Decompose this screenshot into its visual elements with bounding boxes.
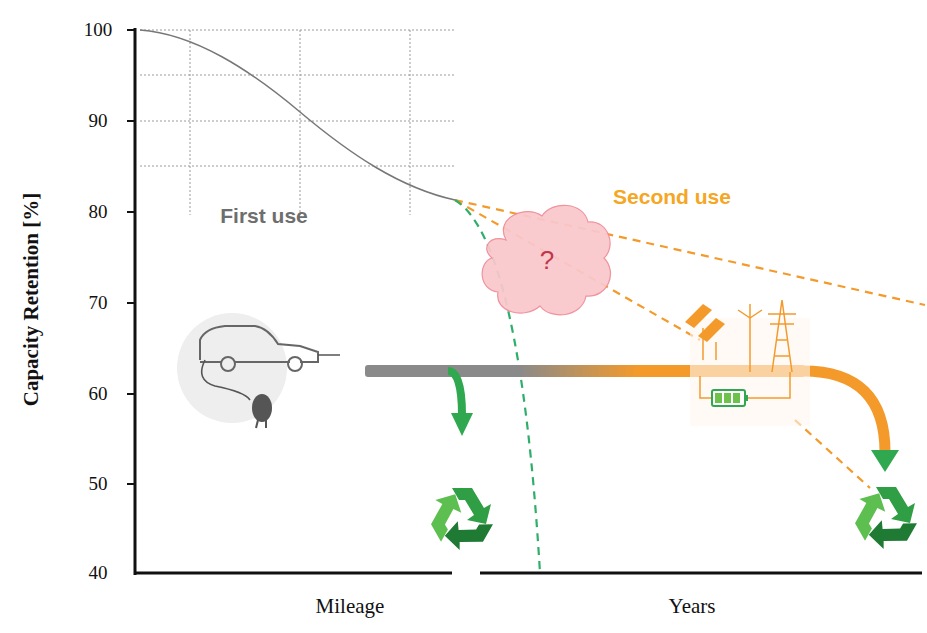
axes xyxy=(134,28,922,575)
projection-lines xyxy=(455,200,925,573)
phase-label: Second use xyxy=(613,185,731,208)
tick-label: 100 xyxy=(84,20,113,41)
tick-label: 50 xyxy=(89,474,108,495)
axis-label: Mileage xyxy=(316,595,385,618)
phase-label: First use xyxy=(220,204,308,227)
y-ticks xyxy=(127,30,135,484)
tick-label: 40 xyxy=(89,563,108,584)
recycle-symbol xyxy=(846,487,917,557)
grid xyxy=(140,30,455,215)
axis-title: Capacity Retention [%] xyxy=(20,193,43,406)
ev-car-icon xyxy=(177,313,340,428)
tick-label: 70 xyxy=(89,293,108,314)
tick-label: 80 xyxy=(89,202,108,223)
axis-label: Years xyxy=(669,595,716,618)
recycle-symbol xyxy=(422,488,493,558)
life-path-arrows xyxy=(365,365,899,472)
grid-storage-icon xyxy=(685,300,810,426)
degradation-curve xyxy=(140,30,455,200)
cloud-outline xyxy=(482,205,610,315)
node-text: ? xyxy=(540,245,554,276)
question-cloud: ? xyxy=(476,198,618,322)
tick-label: 90 xyxy=(89,111,108,132)
tick-label: 60 xyxy=(89,384,108,405)
